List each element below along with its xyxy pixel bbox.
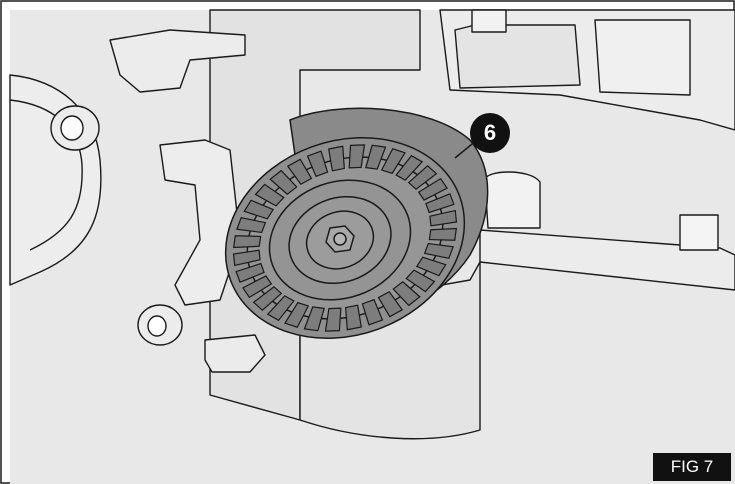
top-cylinder [471,9,507,33]
pulley-slot [423,242,454,260]
pulley-slot [429,209,458,227]
callout-6: 6 [470,113,510,153]
pulley-slot [365,144,387,170]
pulley-slot [425,192,455,214]
pulley-slot [361,298,384,326]
figure-label: FIG 7 [653,453,731,481]
pulley-slot [377,290,404,318]
pulley-slot [303,306,325,332]
pulley-slot [252,286,283,312]
mounting-arm [159,139,241,306]
pulley-slot [232,249,261,267]
upper-bracket [109,29,246,93]
pulley-slot [324,307,342,332]
lower-foot [204,334,266,373]
tensioner-pulley [224,107,489,339]
pulley-slot [392,280,421,307]
pulley-slot [380,148,406,175]
pulley-slot [286,158,313,186]
pulley-slot [284,301,310,328]
pulley-slot [242,275,273,299]
pulley-slot [236,216,267,234]
pulley-slot [254,183,285,207]
pulley-slot [266,295,295,322]
pulley-slot [235,262,265,284]
pulley-slot [269,169,298,196]
pulley-slot [348,144,366,169]
pulley-slot [328,145,345,172]
pulley-slot [243,199,275,220]
pulley-slot [232,235,262,249]
pulley-slot [395,154,424,181]
pulley-slot [428,227,458,241]
pulley-slot [405,269,436,293]
pulley-slot [306,150,329,178]
pulley-slot [345,304,362,331]
pulley-slot [415,256,447,277]
pulley-slot [407,164,438,190]
pulley-slot [417,177,448,201]
